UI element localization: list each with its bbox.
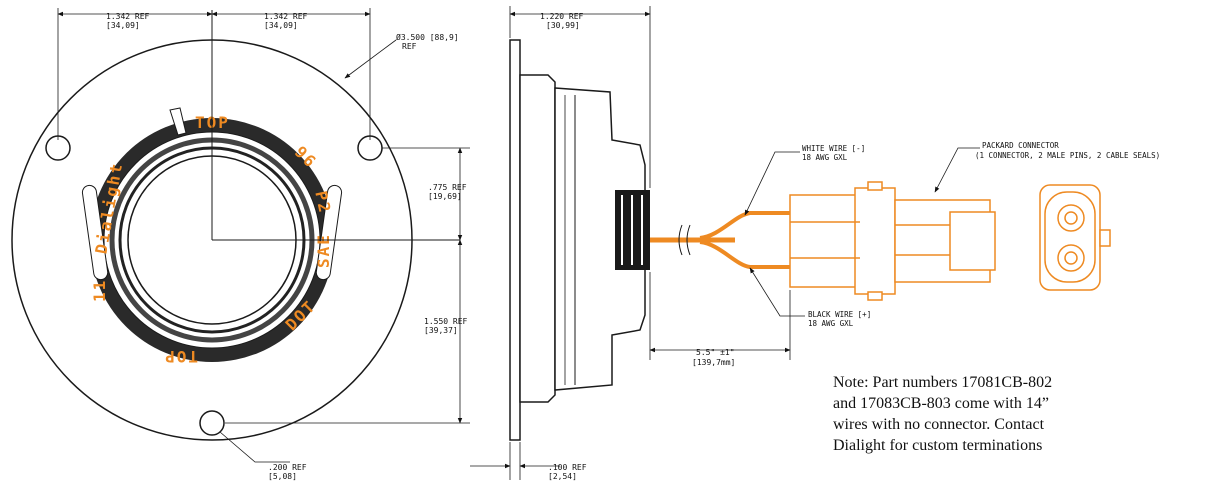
note-line: Note: Part numbers 17081CB-802: [833, 374, 1053, 391]
dim-hole-in: .200 REF: [268, 463, 307, 472]
dim-left-mm: [34,09]: [106, 21, 140, 30]
mounting-hole-bottom: [199, 410, 225, 436]
dim-right-mm: [34,09]: [264, 21, 298, 30]
black-wire-gauge: 18 AWG GXL: [808, 319, 854, 328]
front-view: TOP TOP 96 P2 SAE DOT Dialight 11 1.342 …: [11, 8, 470, 481]
side-view: 1.220 REF [30,99] .100 REF [2,54] 5.5" ±…: [470, 6, 1160, 481]
note-line: and 17083CB-803 come with 14”: [833, 395, 1049, 412]
dim-left-in: 1.342 REF: [106, 12, 150, 21]
note-line: Dialight for custom terminations: [833, 437, 1043, 454]
dim-upper-mm: [19,69]: [428, 192, 462, 201]
dim-flange-in: .100 REF: [548, 463, 587, 472]
note-line: wires with no connector. Contact: [833, 416, 1045, 433]
dim-hole-mm: [5,08]: [268, 472, 297, 481]
dim-flange-mm: [2,54]: [548, 472, 577, 481]
dim-diameter-ref: REF: [402, 42, 417, 51]
dim-lower-in: 1.550 REF: [424, 317, 468, 326]
connector-label: PACKARD CONNECTOR: [982, 141, 1059, 150]
dim-right-in: 1.342 REF: [264, 12, 308, 21]
dim-diameter: Ø3.500 [88,9]: [396, 32, 459, 42]
side-lens-back: [554, 87, 646, 391]
lens-slot-left: [81, 184, 109, 281]
dim-wire-mm: [139,7mm]: [692, 358, 735, 367]
mark-num: 11: [90, 279, 109, 302]
side-body: [519, 74, 556, 403]
lens-key-notch: [169, 107, 187, 136]
black-wire-label: BLACK WIRE [+]: [808, 310, 871, 319]
packard-connector: [789, 181, 996, 301]
mark-top-upper: TOP: [195, 113, 230, 132]
mark-top-lower: TOP: [163, 347, 198, 366]
white-wire-label: WHITE WIRE [-]: [802, 144, 865, 153]
mark-sae: SAE: [314, 233, 333, 268]
connector-end-view: [1039, 184, 1111, 291]
side-flange: [509, 39, 521, 441]
lens-slot-right: [315, 184, 343, 281]
part-number-note: Note: Part numbers 17081CB-802 and 17083…: [833, 372, 1133, 456]
connector-contents: (1 CONNECTOR, 2 MALE PINS, 2 CABLE SEALS…: [975, 151, 1160, 160]
dim-wire-in: 5.5" ±1": [696, 348, 735, 357]
wire-black: [699, 240, 790, 269]
white-wire-gauge: 18 AWG GXL: [802, 153, 848, 162]
dim-depth-in: 1.220 REF: [540, 12, 584, 21]
dim-lower-mm: [39,37]: [424, 326, 458, 335]
dim-depth-mm: [30,99]: [546, 21, 580, 30]
wire-white: [699, 211, 790, 240]
mark-p2: P2: [311, 189, 334, 216]
dim-upper-in: .775 REF: [428, 183, 467, 192]
